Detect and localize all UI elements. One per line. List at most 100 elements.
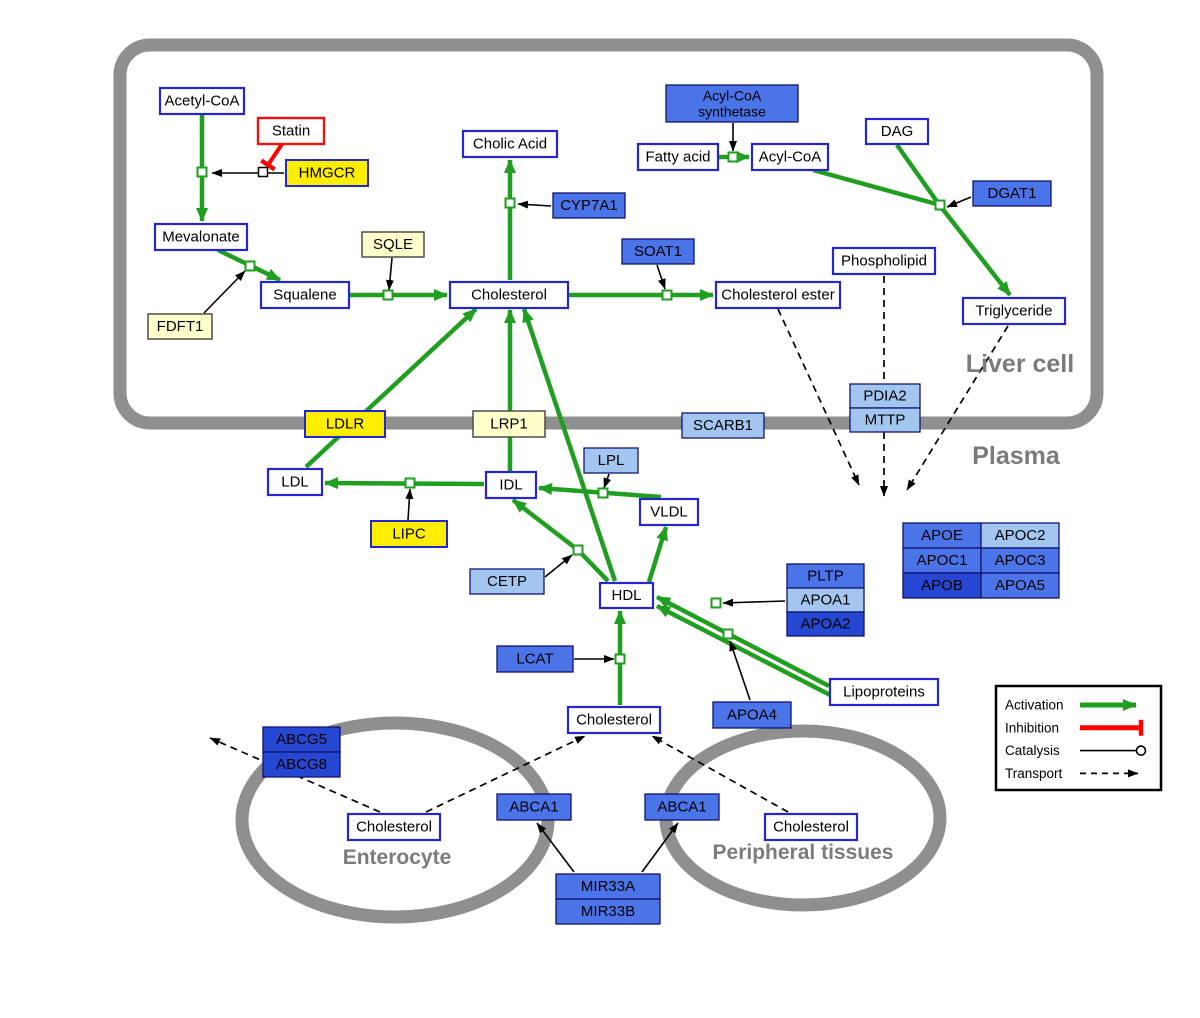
node-pdia2[interactable]: PDIA2 <box>849 383 921 409</box>
node-box-dgat1[interactable] <box>972 180 1052 207</box>
node-cholesterol-peripheral[interactable]: Cholesterol <box>763 812 859 842</box>
node-box-abcg5[interactable] <box>262 726 341 753</box>
node-cholic-acid[interactable]: Cholic Acid <box>461 129 559 159</box>
node-apoa2[interactable]: APOA2 <box>786 611 865 637</box>
node-box-pdia2[interactable] <box>849 383 921 409</box>
node-statin[interactable]: Statin <box>256 116 326 146</box>
node-box-pltp[interactable] <box>786 563 865 589</box>
node-apob[interactable]: APOB <box>902 572 982 599</box>
node-cholesterol-plasma[interactable]: Cholesterol <box>566 705 662 735</box>
node-box-fdft1[interactable] <box>147 313 213 340</box>
node-apoa1[interactable]: APOA1 <box>786 587 865 613</box>
node-box-apoe[interactable] <box>902 522 982 549</box>
node-apoa4[interactable]: APOA4 <box>712 701 792 729</box>
node-box-cholic-acid[interactable] <box>461 129 559 159</box>
node-box-sqle[interactable] <box>361 231 425 258</box>
node-box-cholesterol-enterocyte[interactable] <box>346 812 442 842</box>
node-box-apoa4[interactable] <box>712 701 792 729</box>
node-box-apoa5[interactable] <box>980 572 1060 599</box>
node-cetp[interactable]: CETP <box>469 568 545 595</box>
node-box-apob[interactable] <box>902 572 982 599</box>
node-box-scarb1[interactable] <box>681 412 765 439</box>
node-box-lrp1[interactable] <box>472 410 546 438</box>
node-pltp[interactable]: PLTP <box>786 563 865 589</box>
node-abcg8[interactable]: ABCG8 <box>262 751 341 778</box>
node-box-mir33a[interactable] <box>555 873 661 900</box>
node-box-apoa1[interactable] <box>786 587 865 613</box>
node-apoc2[interactable]: APOC2 <box>980 522 1060 549</box>
node-box-statin[interactable] <box>256 116 326 146</box>
node-box-mevalonate[interactable] <box>153 222 249 252</box>
node-lcat[interactable]: LCAT <box>496 645 574 673</box>
node-box-vldl[interactable] <box>638 497 700 527</box>
node-box-idl[interactable] <box>484 470 538 500</box>
node-acetyl-coa[interactable]: Acetyl-CoA <box>158 86 246 116</box>
node-box-acyl-coa[interactable] <box>750 142 830 172</box>
node-box-apoa2[interactable] <box>786 611 865 637</box>
node-box-mir33b[interactable] <box>555 898 661 925</box>
node-apoc3[interactable]: APOC3 <box>980 547 1060 574</box>
node-box-cholesterol-plasma[interactable] <box>566 705 662 735</box>
node-sqle[interactable]: SQLE <box>361 231 425 258</box>
node-mir33a[interactable]: MIR33A <box>555 873 661 900</box>
node-apoe[interactable]: APOE <box>902 522 982 549</box>
node-mevalonate[interactable]: Mevalonate <box>153 222 249 252</box>
node-box-cholesterol-peripheral[interactable] <box>763 812 859 842</box>
node-dgat1[interactable]: DGAT1 <box>972 180 1052 207</box>
node-idl[interactable]: IDL <box>484 470 538 500</box>
node-box-mttp[interactable] <box>849 407 921 433</box>
node-ldlr[interactable]: LDLR <box>304 410 386 438</box>
node-box-acetyl-coa[interactable] <box>158 86 246 116</box>
node-box-acyl-coa-synthetase[interactable] <box>665 84 799 123</box>
node-box-lcat[interactable] <box>496 645 574 673</box>
node-lpl[interactable]: LPL <box>583 447 639 474</box>
node-lipoproteins[interactable]: Lipoproteins <box>828 677 940 707</box>
node-acyl-coa[interactable]: Acyl-CoA <box>750 142 830 172</box>
node-mttp[interactable]: MTTP <box>849 407 921 433</box>
node-mir33b[interactable]: MIR33B <box>555 898 661 925</box>
node-scarb1[interactable]: SCARB1 <box>681 412 765 439</box>
node-box-lipc[interactable] <box>370 520 448 548</box>
node-box-fatty-acid[interactable] <box>636 142 720 172</box>
node-box-ldl[interactable] <box>266 467 324 497</box>
node-hdl[interactable]: HDL <box>598 581 655 610</box>
node-abcg5[interactable]: ABCG5 <box>262 726 341 753</box>
node-box-abca1-right[interactable] <box>644 793 720 821</box>
node-box-apoc2[interactable] <box>980 522 1060 549</box>
node-phospholipid[interactable]: Phospholipid <box>831 246 937 276</box>
node-soat1[interactable]: SOAT1 <box>621 238 695 265</box>
node-cholesterol-liver[interactable]: Cholesterol <box>448 280 570 310</box>
node-box-hdl[interactable] <box>598 581 655 610</box>
node-box-dag[interactable] <box>864 117 930 146</box>
node-cyp7a1[interactable]: CYP7A1 <box>552 192 626 219</box>
node-abca1-left[interactable]: ABCA1 <box>496 793 572 821</box>
node-lipc[interactable]: LIPC <box>370 520 448 548</box>
node-box-cyp7a1[interactable] <box>552 192 626 219</box>
node-ldl[interactable]: LDL <box>266 467 324 497</box>
node-triglyceride[interactable]: Triglyceride <box>961 296 1067 326</box>
node-dag[interactable]: DAG <box>864 117 930 146</box>
node-apoc1[interactable]: APOC1 <box>902 547 982 574</box>
node-box-lipoproteins[interactable] <box>828 677 940 707</box>
node-cholesterol-enterocyte[interactable]: Cholesterol <box>346 812 442 842</box>
node-box-soat1[interactable] <box>621 238 695 265</box>
node-box-apoc1[interactable] <box>902 547 982 574</box>
node-box-cholesterol-liver[interactable] <box>448 280 570 310</box>
node-lrp1[interactable]: LRP1 <box>472 410 546 438</box>
node-vldl[interactable]: VLDL <box>638 497 700 527</box>
node-abca1-right[interactable]: ABCA1 <box>644 793 720 821</box>
node-box-abca1-left[interactable] <box>496 793 572 821</box>
node-fdft1[interactable]: FDFT1 <box>147 313 213 340</box>
node-box-ldlr[interactable] <box>304 410 386 438</box>
node-box-hmgcr[interactable] <box>285 159 369 187</box>
node-fatty-acid[interactable]: Fatty acid <box>636 142 720 172</box>
node-apoa5[interactable]: APOA5 <box>980 572 1060 599</box>
node-box-triglyceride[interactable] <box>961 296 1067 326</box>
node-hmgcr[interactable]: HMGCR <box>285 159 369 187</box>
node-box-squalene[interactable] <box>259 280 351 310</box>
node-box-cholesterol-ester[interactable] <box>714 280 842 310</box>
node-box-lpl[interactable] <box>583 447 639 474</box>
node-box-cetp[interactable] <box>469 568 545 595</box>
node-box-abcg8[interactable] <box>262 751 341 778</box>
